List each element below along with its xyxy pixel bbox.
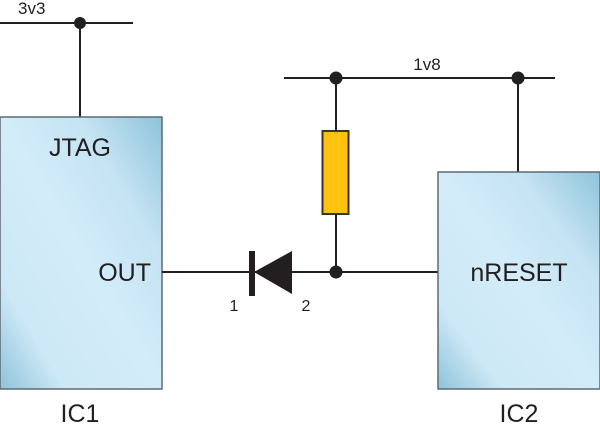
ic1-pin-label: OUT: [98, 259, 151, 287]
diode-pin1-label: 1: [230, 298, 239, 315]
ic1-name: IC1: [61, 400, 100, 426]
label-3v3: 3v3: [18, 0, 45, 18]
ic2-box: [437, 171, 600, 390]
ic1-function-label: JTAG: [49, 134, 111, 162]
ic1-box: [0, 116, 163, 390]
diode-triangle: [254, 251, 292, 294]
diode-pin2-label: 2: [302, 298, 311, 315]
ic2-pin-label: nRESET: [470, 259, 567, 287]
label-1v8: 1v8: [413, 55, 440, 74]
diode: [249, 251, 292, 296]
ic2-name: IC2: [500, 400, 539, 426]
diode-cathode-bar: [249, 251, 255, 296]
pullup-resistor: [321, 130, 350, 215]
